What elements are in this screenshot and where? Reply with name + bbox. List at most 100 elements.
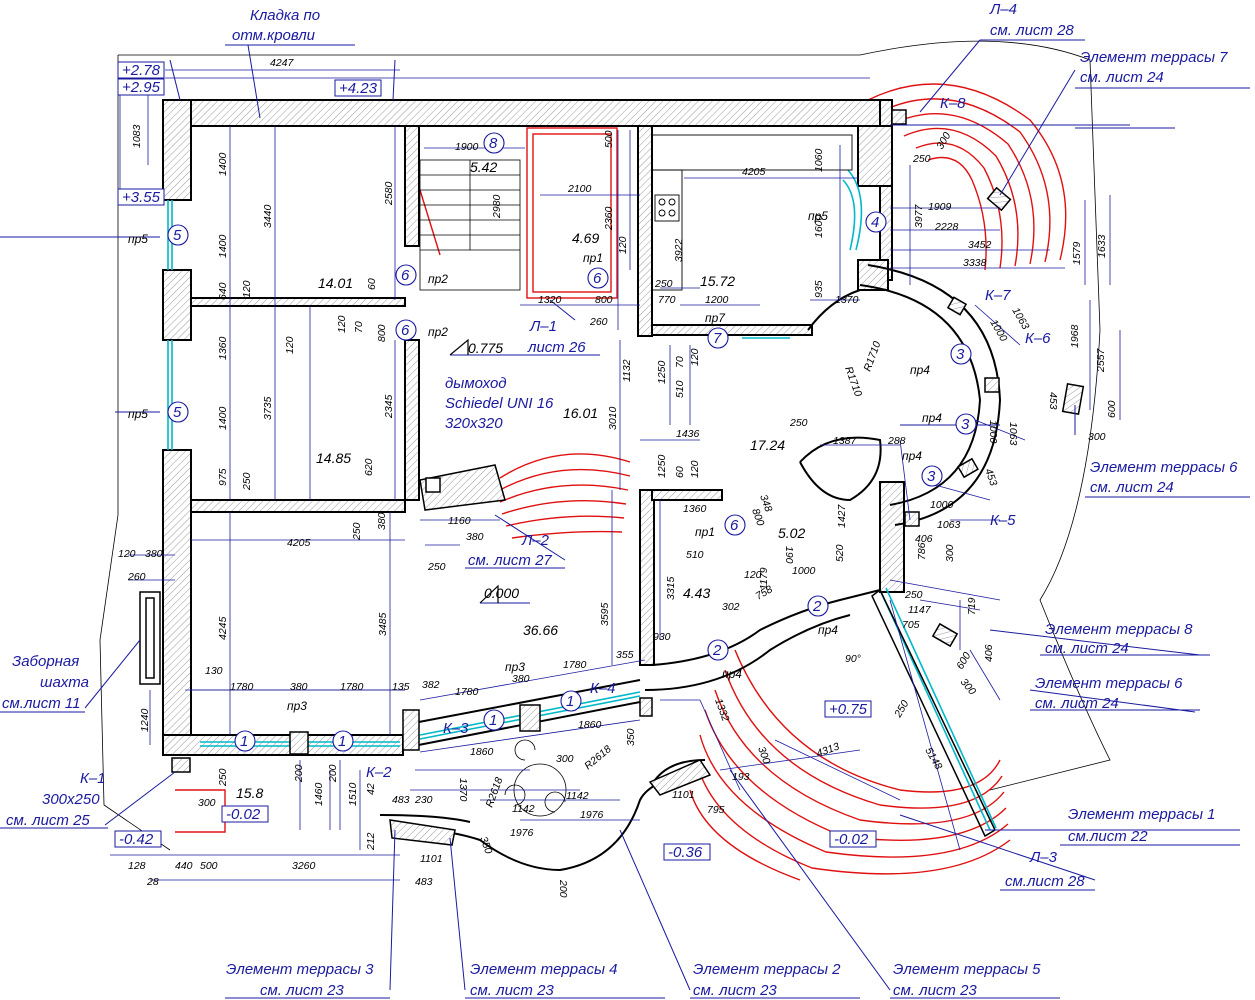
dim-1633: 1633 bbox=[1096, 234, 1108, 258]
k-tags: К–8 К–7 К–6 К–5 К–4 К–3 К–2 bbox=[366, 95, 1051, 781]
dim-2360: 2360 bbox=[603, 206, 615, 231]
tag-k8: К–8 bbox=[940, 95, 966, 112]
opening-pr3-a: пр3 bbox=[287, 699, 307, 713]
circle-5-b: 5 bbox=[173, 404, 182, 421]
callout-et5-title: Элемент террасы 5 bbox=[893, 961, 1041, 978]
dim-3485: 3485 bbox=[377, 612, 389, 636]
dim-300-a: 300 bbox=[934, 130, 953, 151]
dim-300-d: 300 bbox=[958, 676, 979, 697]
room-area-4-43: 4.43 bbox=[683, 585, 710, 601]
callout-et6-bottom-sheet: см. лист 24 bbox=[1035, 695, 1119, 712]
callout-et8-sheet: см. лист 24 bbox=[1045, 640, 1129, 657]
dim-800-b: 800 bbox=[595, 294, 613, 306]
dim-128: 128 bbox=[128, 860, 146, 872]
callout-et4-sheet: см. лист 23 bbox=[470, 982, 554, 999]
circle-4: 4 bbox=[871, 214, 879, 231]
circle-2-a: 2 bbox=[812, 598, 822, 615]
tag-k3: К–3 bbox=[443, 720, 469, 737]
circle-3-a: 3 bbox=[956, 346, 965, 363]
dim-120-c: 120 bbox=[336, 315, 348, 333]
callout-shaft-line2: шахта bbox=[40, 674, 89, 691]
dim-250-d: 250 bbox=[912, 153, 931, 165]
dim-440: 440 bbox=[175, 860, 193, 872]
dim-4205-b: 4205 bbox=[742, 166, 766, 178]
dim-r1710-b: R1710 bbox=[862, 340, 884, 373]
floor-mark-0000: 0.000 bbox=[484, 585, 519, 601]
dimension-texts: 4247 1083 1400 1400 3440 2580 640 120 12… bbox=[118, 57, 1118, 898]
circle-markers bbox=[167, 132, 977, 752]
dim-260-b: 260 bbox=[589, 316, 608, 328]
dim-800-a: 800 bbox=[376, 324, 388, 342]
dim-r2618-a: R2618 bbox=[582, 743, 614, 772]
circle-1-a: 1 bbox=[240, 733, 248, 750]
circle-6-d: 6 bbox=[730, 517, 739, 534]
level-m042: -0.42 bbox=[119, 831, 154, 848]
dim-1142-b: 1142 bbox=[566, 790, 589, 802]
dim-r1710-a: R1710 bbox=[842, 365, 864, 398]
dim-1360-b: 1360 bbox=[683, 503, 707, 515]
opening-pr2-b: пр2 bbox=[428, 325, 448, 339]
dim-300-b: 300 bbox=[1088, 431, 1106, 443]
dim-3440: 3440 bbox=[262, 204, 274, 228]
dim-1142-a: 1142 bbox=[512, 803, 535, 815]
dim-250-f: 250 bbox=[427, 561, 446, 573]
dim-620: 620 bbox=[363, 458, 375, 476]
dim-3338: 3338 bbox=[963, 257, 987, 269]
masonry-label-line2: отм.кровли bbox=[232, 27, 316, 44]
callout-underlines bbox=[0, 39, 1250, 999]
dim-975: 975 bbox=[217, 468, 229, 486]
circle-7: 7 bbox=[713, 330, 722, 347]
callout-l2-sheet: см. лист 27 bbox=[468, 552, 552, 569]
room-area-36-66: 36.66 bbox=[523, 622, 558, 638]
level-m002: -0.02 bbox=[226, 806, 261, 823]
dim-300-c: 300 bbox=[944, 544, 956, 562]
callout-et3-title: Элемент террасы 3 bbox=[226, 961, 374, 978]
dim-1909: 1909 bbox=[928, 201, 952, 213]
dim-1436: 1436 bbox=[676, 428, 700, 440]
circle-6-b: 6 bbox=[401, 322, 410, 339]
dim-786: 786 bbox=[916, 542, 928, 560]
tag-k2: К–2 bbox=[366, 764, 392, 781]
level-075: +0.75 bbox=[829, 701, 868, 718]
dim-3260: 3260 bbox=[292, 860, 316, 872]
dim-3315: 3315 bbox=[665, 576, 677, 600]
callout-et6-right-title: Элемент террасы 6 bbox=[1090, 459, 1238, 476]
dim-1132: 1132 bbox=[621, 359, 633, 382]
opening-pr4-d: пр4 bbox=[818, 623, 838, 637]
callout-et5-sheet: см. лист 23 bbox=[893, 982, 977, 999]
circle-marker-labels: 5 5 6 6 8 6 7 4 3 3 3 6 2 2 1 1 1 1 bbox=[173, 135, 970, 750]
dim-2345: 2345 bbox=[383, 394, 395, 419]
callout-et6-right-sheet: см. лист 24 bbox=[1090, 479, 1174, 496]
dim-348: 348 bbox=[757, 493, 774, 514]
callout-shaft-line1: Заборная bbox=[12, 653, 79, 670]
dim-250-h: 250 bbox=[892, 698, 912, 720]
dim-1250-a: 1250 bbox=[656, 360, 668, 384]
walls bbox=[162, 99, 905, 756]
dim-500-b: 500 bbox=[200, 860, 218, 872]
dim-380-d: 380 bbox=[512, 673, 530, 685]
callout-l1-title: Л–1 bbox=[529, 318, 557, 335]
callout-k1-title: К–1 bbox=[80, 770, 106, 787]
room-area-15-72: 15.72 bbox=[700, 273, 735, 289]
dim-300-e: 300 bbox=[755, 745, 772, 766]
dim-200-b: 200 bbox=[293, 764, 305, 783]
dim-28: 28 bbox=[146, 876, 159, 888]
opening-pr4-e: пр4 bbox=[722, 667, 742, 681]
dim-380-a: 380 bbox=[376, 512, 388, 530]
dim-1900: 1900 bbox=[455, 141, 479, 153]
circle-2-b: 2 bbox=[712, 642, 722, 659]
site-boundary bbox=[99, 40, 1111, 851]
dim-406-a: 406 bbox=[915, 533, 933, 545]
dim-212: 212 bbox=[365, 832, 377, 851]
dim-1160: 1160 bbox=[448, 515, 471, 527]
opening-pr4-a: пр4 bbox=[910, 363, 930, 377]
room-area-5-02: 5.02 bbox=[778, 525, 805, 541]
dim-350-b: 350 bbox=[477, 835, 494, 856]
dim-1063-a: 1063 bbox=[1009, 306, 1031, 332]
dim-1780-d: 1780 bbox=[455, 686, 479, 698]
dim-120-b: 120 bbox=[284, 336, 296, 354]
leader-lines bbox=[84, 39, 1240, 991]
dim-500: 500 bbox=[603, 130, 615, 148]
dim-230: 230 bbox=[414, 794, 433, 806]
dim-1000-c: 1000 bbox=[930, 499, 954, 511]
